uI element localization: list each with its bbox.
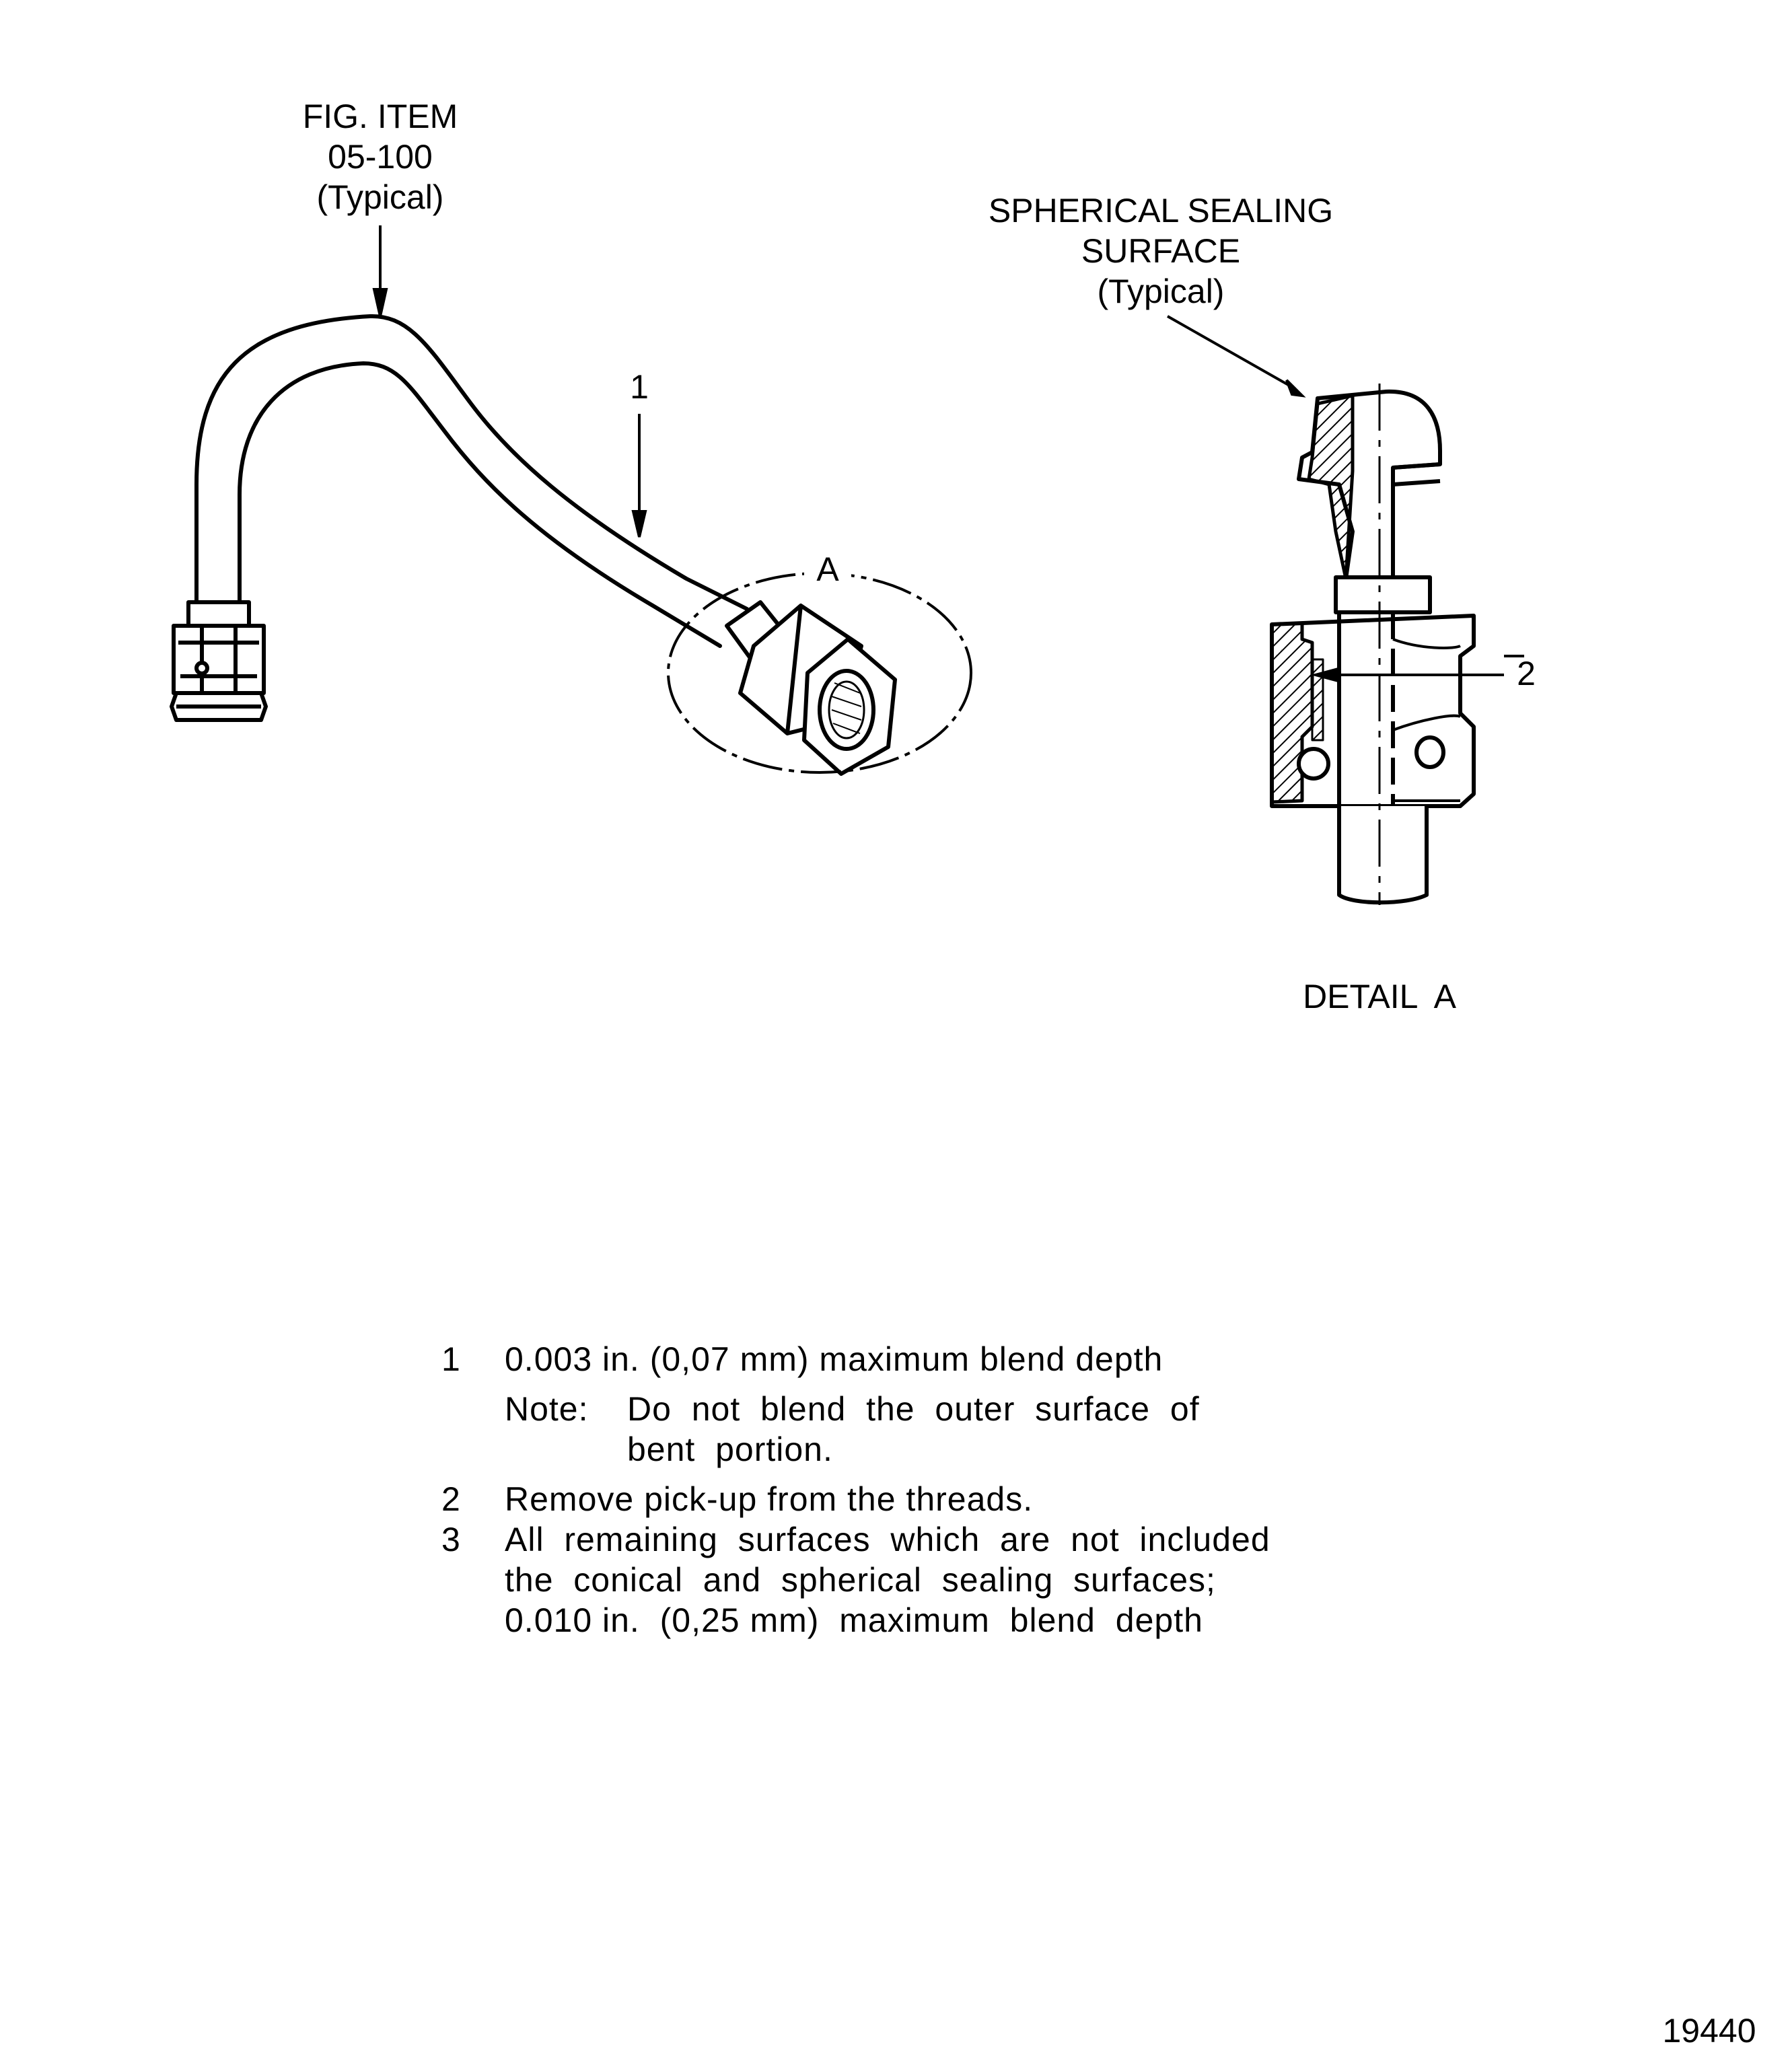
detail-leaders (1167, 315, 1524, 682)
callout-main-line3: (Typical) (317, 178, 444, 216)
note-item-text: 0.003 in. (0,07 mm) maximum blend depth (505, 1340, 1163, 1378)
label-2: 2 (1517, 655, 1536, 692)
leader-arrows (372, 225, 647, 538)
callout-main-line2: 05-100 (328, 138, 433, 176)
callout-sealing-line1: SPHERICAL SEALING (989, 192, 1333, 229)
right-fitting (725, 600, 897, 776)
callout-main-line1: FIG. ITEM (303, 98, 458, 135)
label-1: 1 (630, 368, 649, 406)
tube-outline (194, 314, 749, 648)
note-item-3: 3 All remaining surfaces which are not i… (431, 1519, 1440, 1640)
note-item-text: Remove pick-up from the threads. (505, 1480, 1034, 1518)
label-detail-circle: A (816, 550, 839, 588)
note-item-number: 2 (441, 1480, 461, 1518)
left-fitting (170, 600, 268, 722)
note-item-2: 2 Remove pick-up from the threads. (431, 1479, 1440, 1519)
note-item-number: 1 (441, 1340, 461, 1378)
drawing-labels: FIG. ITEM 05-100 (Typical) 1 A SPHERICAL… (303, 98, 1756, 2050)
note-label: Note: (505, 1390, 589, 1428)
note-item-1: 1 0.003 in. (0,07 mm) maximum blend dept… (431, 1339, 1440, 1379)
detail-a-section (1270, 384, 1476, 905)
note-item-number: 3 (441, 1521, 461, 1558)
notes-list: 1 0.003 in. (0,07 mm) maximum blend dept… (431, 1339, 1440, 1640)
note-text: Do not blend the outer surface of bent p… (627, 1390, 1200, 1468)
detail-caption: DETAIL A (1303, 978, 1457, 1015)
note-item-text: All remaining surfaces which are not inc… (505, 1521, 1270, 1639)
callout-sealing-line2: SURFACE (1081, 232, 1240, 270)
callout-sealing-line3: (Typical) (1098, 273, 1225, 310)
figure-number: 19440 (1662, 2012, 1756, 2050)
note-block: Note: Do not blend the outer surface of b… (431, 1389, 1440, 1470)
